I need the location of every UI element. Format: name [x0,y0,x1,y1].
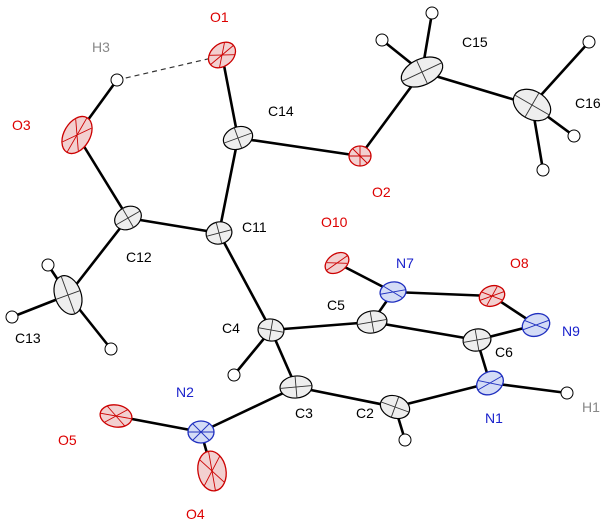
bond-c12-o3 [75,133,130,220]
bond-c2-n1 [393,381,492,409]
label-c13: C13 [15,330,41,346]
label-n9: N9 [562,323,580,339]
atom-h15a [425,6,439,20]
atom-h16b [567,129,581,143]
atom-o10 [324,251,350,275]
bonds [10,11,591,473]
bond-c11-c12 [126,216,221,235]
atom-n2 [187,420,215,444]
atom-o1 [207,41,237,69]
atom-c14 [222,125,254,151]
label-c12: C12 [126,249,152,265]
label-n7: N7 [396,255,414,271]
atom-h4 [227,368,241,382]
atom-n7 [379,281,407,303]
atom-c4 [257,318,285,342]
carbon-atoms [53,56,552,420]
label-h1: H1 [582,399,600,415]
atom-o3 [61,115,93,155]
bond-c14-c11 [217,136,240,235]
label-c2: C2 [356,405,374,421]
bond-c12-c13 [66,216,130,297]
label-c5: C5 [327,297,345,313]
atom-c11 [205,221,233,245]
label-o1: O1 [210,9,229,25]
label-c16: C16 [575,95,601,111]
bond-c14-o2 [236,136,362,158]
atom-h3 [110,73,124,87]
nitrogen-atoms [187,281,551,444]
label-c11: C11 [242,219,267,235]
atom-h13b [5,310,19,324]
atom-c13 [53,275,83,315]
label-c14: C14 [268,103,294,119]
atom-o2 [348,145,372,167]
atom-h13c [104,342,118,356]
atom-labels: O1 H3 O3 C14 C15 C16 O2 C11 C12 O10 N7 O… [12,9,601,522]
atom-h16c [536,163,550,177]
atom-o4 [197,450,227,492]
oxygen-atoms [61,41,506,492]
bond-o1-c14 [220,53,240,140]
label-h3: H3 [92,39,110,55]
atom-o8 [478,284,506,308]
label-o8: O8 [510,255,529,271]
label-n1: N1 [485,410,503,426]
atom-c6 [462,328,492,352]
label-o2: O2 [372,184,391,200]
atom-n1 [476,370,504,396]
bond-n7-o8 [391,290,494,298]
label-c6: C6 [495,344,513,360]
atom-h15b [375,33,389,47]
bond-c3-n2 [199,385,298,434]
bond-c11-c4 [217,231,273,332]
atom-c5 [356,310,388,334]
atom-c2 [379,394,411,420]
label-c15: C15 [462,34,488,50]
label-c4: C4 [222,320,240,336]
hydrogen-atoms [5,6,596,447]
label-n2: N2 [176,384,194,400]
bond-c4-c5 [269,320,374,332]
atom-h2 [398,433,412,447]
bond-c3-c2 [294,385,397,409]
atom-h13a [41,258,55,272]
label-o3: O3 [12,117,31,133]
label-o5: O5 [58,432,77,448]
label-c3: C3 [295,405,313,421]
atom-c3 [279,375,313,399]
atom-n9 [521,312,551,338]
atom-c16 [512,88,552,122]
label-o4: O4 [186,506,205,522]
atom-h16a [582,35,596,49]
hydrogen-bond-h3-o1 [116,57,213,81]
atom-c15 [400,56,444,88]
label-o10: O10 [321,214,348,230]
bond-c6-c5 [370,320,479,342]
atom-c12 [114,205,142,231]
atom-h1 [560,386,574,400]
atom-o5 [99,404,133,428]
